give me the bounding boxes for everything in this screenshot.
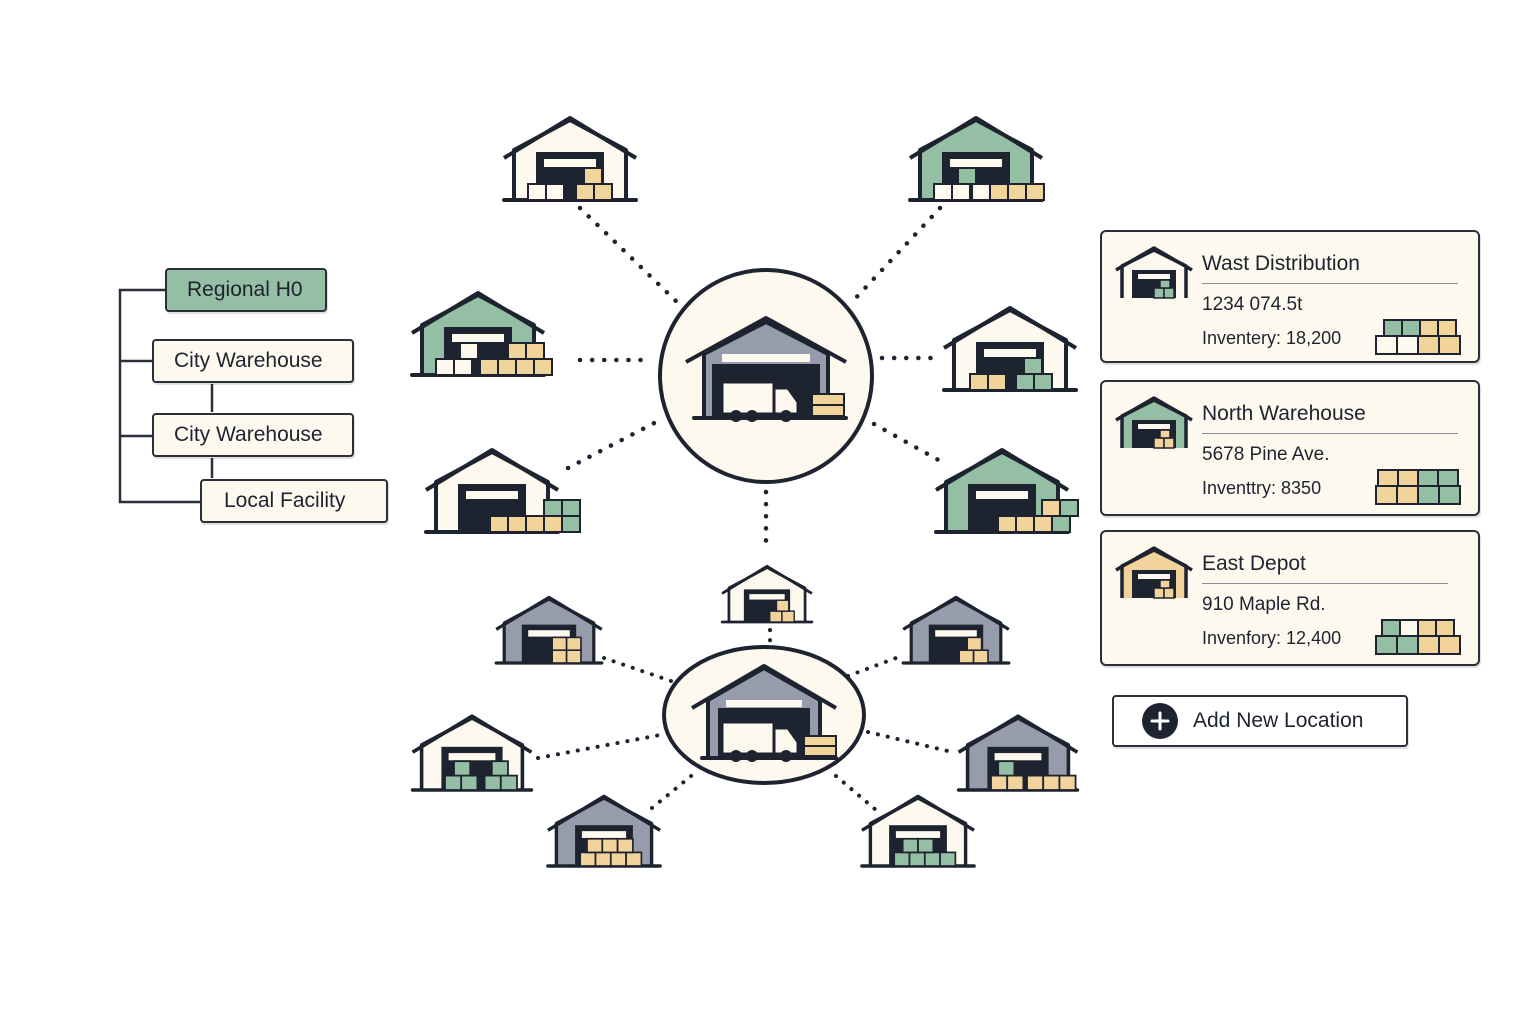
warehouse-icon[interactable] (956, 714, 1080, 792)
hierarchy-item-label: Regional H0 (187, 278, 303, 301)
location-name: North Warehouse (1202, 402, 1366, 425)
location-address: 5678 Pine Ave. (1202, 444, 1330, 465)
add-new-location-label: Add New Location (1193, 709, 1364, 732)
warehouse-icon[interactable] (546, 794, 662, 868)
warehouse-icon[interactable] (494, 595, 604, 665)
hierarchy-item-label: Local Facility (224, 489, 346, 512)
warehouse-icon[interactable] (720, 564, 814, 624)
lower-hub-links (536, 628, 954, 812)
hierarchy-item-city-warehouse[interactable]: City Warehouse (152, 339, 354, 383)
inventory-boxes-icon (1375, 469, 1461, 505)
plus-icon (1142, 703, 1178, 739)
warehouse-icon[interactable] (901, 595, 1011, 665)
hierarchy-item-city-warehouse[interactable]: City Warehouse (152, 413, 354, 457)
divider (1202, 433, 1458, 434)
location-card-north-warehouse[interactable]: North Warehouse 5678 Pine Ave. Inventtry… (1100, 380, 1480, 516)
hierarchy-item-label: City Warehouse (174, 349, 323, 372)
warehouse-icon (1115, 546, 1193, 599)
hierarchy-item-label: City Warehouse (174, 423, 323, 446)
central-hub-warehouse-icon[interactable] (658, 268, 874, 484)
warehouse-icon (1115, 396, 1193, 449)
divider (1202, 283, 1458, 284)
hierarchy-item-local-facility[interactable]: Local Facility (200, 479, 388, 523)
warehouse-icon[interactable] (942, 306, 1078, 392)
warehouse-icon[interactable] (410, 291, 553, 377)
location-card-east-depot[interactable]: East Depot 910 Maple Rd. Invenfory: 12,4… (1100, 530, 1480, 666)
location-address: 910 Maple Rd. (1202, 594, 1326, 615)
location-card-wast-distribution[interactable]: Wast Distribution 1234 074.5t Inventery:… (1100, 230, 1480, 363)
location-inventory: Inventery: 18,200 (1202, 328, 1342, 348)
location-inventory: Invenfory: 12,400 (1202, 628, 1342, 648)
location-address: 1234 074.5t (1202, 294, 1303, 315)
warehouse-icon[interactable] (502, 116, 638, 202)
location-name: Wast Distribution (1202, 252, 1360, 275)
inventory-boxes-icon (1375, 319, 1461, 355)
warehouse-icon[interactable] (860, 794, 976, 868)
add-new-location-button[interactable]: Add New Location (1112, 695, 1408, 747)
hierarchy-connectors (118, 288, 214, 504)
warehouse-icon[interactable] (410, 714, 534, 792)
location-inventory: Inventtry: 8350 (1202, 478, 1322, 498)
upper-hub-links (565, 205, 945, 553)
warehouse-icon[interactable] (908, 116, 1045, 202)
warehouse-icon[interactable] (424, 448, 581, 534)
warehouse-icon[interactable] (934, 448, 1079, 534)
inventory-boxes-icon (1375, 619, 1461, 655)
regional-hub-warehouse-icon[interactable] (662, 645, 866, 785)
divider (1202, 583, 1448, 584)
location-name: East Depot (1202, 552, 1306, 575)
hierarchy-item-regional-hq[interactable]: Regional H0 (165, 268, 327, 312)
warehouse-icon (1115, 246, 1193, 299)
